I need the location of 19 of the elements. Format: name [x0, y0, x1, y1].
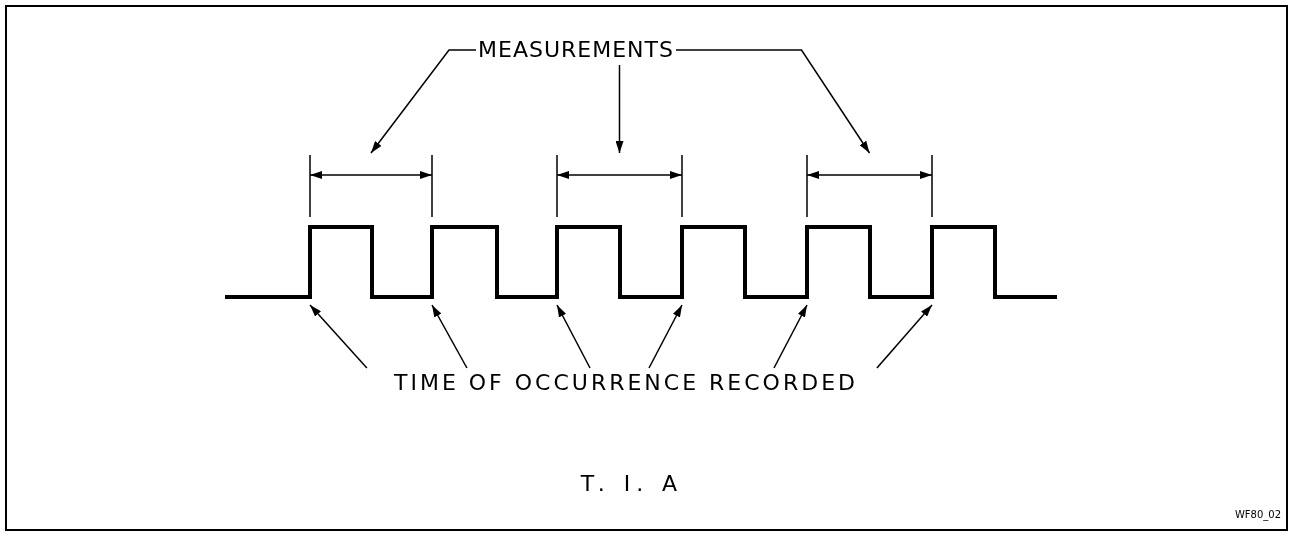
callout-text: TIME OF OCCURRENCE RECORDED: [394, 372, 858, 394]
rising-edge: [308, 227, 312, 297]
leader-arrow: [556, 304, 591, 369]
leader-arrow: [876, 304, 933, 369]
leader-arrow: [615, 64, 624, 154]
leader-arrow: [309, 304, 368, 369]
rising-edge: [805, 227, 809, 297]
callout-text: MEASUREMENTS: [478, 39, 674, 61]
leader-arrow: [370, 49, 477, 154]
leader-arrow: [431, 304, 468, 369]
rising-edge: [680, 227, 684, 297]
rising-edge: [430, 227, 434, 297]
figure-caption: T. I. A: [580, 473, 684, 495]
rising-edge: [930, 227, 934, 297]
leader-arrow: [675, 49, 871, 154]
leader-arrow: [648, 304, 683, 369]
leader-arrow: [773, 304, 808, 369]
figure-id: WF80_02: [1234, 510, 1282, 520]
rising-edge: [555, 227, 559, 297]
